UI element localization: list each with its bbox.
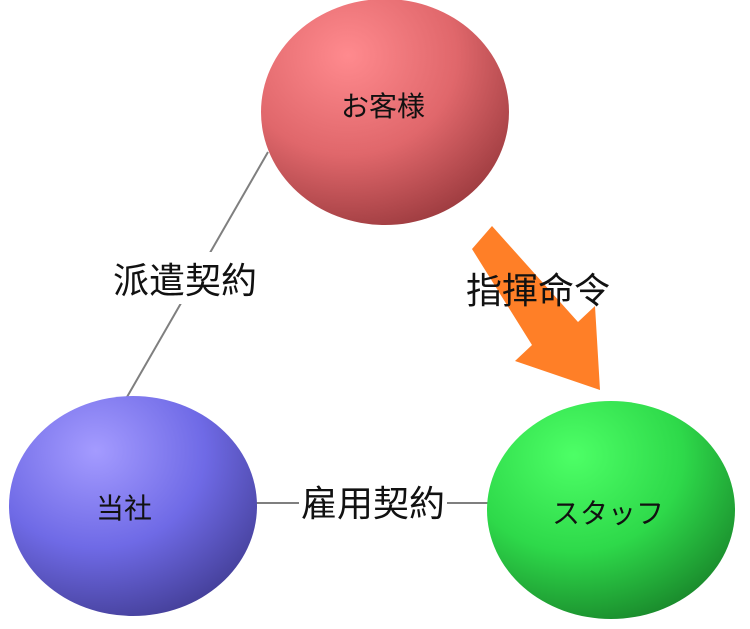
command-label: 指揮命令: [465, 271, 611, 312]
customer-label: お客様: [340, 90, 426, 123]
employment-contract-label: 雇用契約: [298, 475, 448, 527]
staff-oval: [487, 401, 735, 619]
staff-label: スタッフ: [551, 497, 665, 530]
company-label: 当社: [95, 492, 153, 525]
customer-oval: [261, 0, 509, 225]
company-oval: [9, 396, 257, 616]
dispatch-contract-label: 派遣契約: [110, 252, 260, 304]
command-arrow: [472, 226, 600, 390]
